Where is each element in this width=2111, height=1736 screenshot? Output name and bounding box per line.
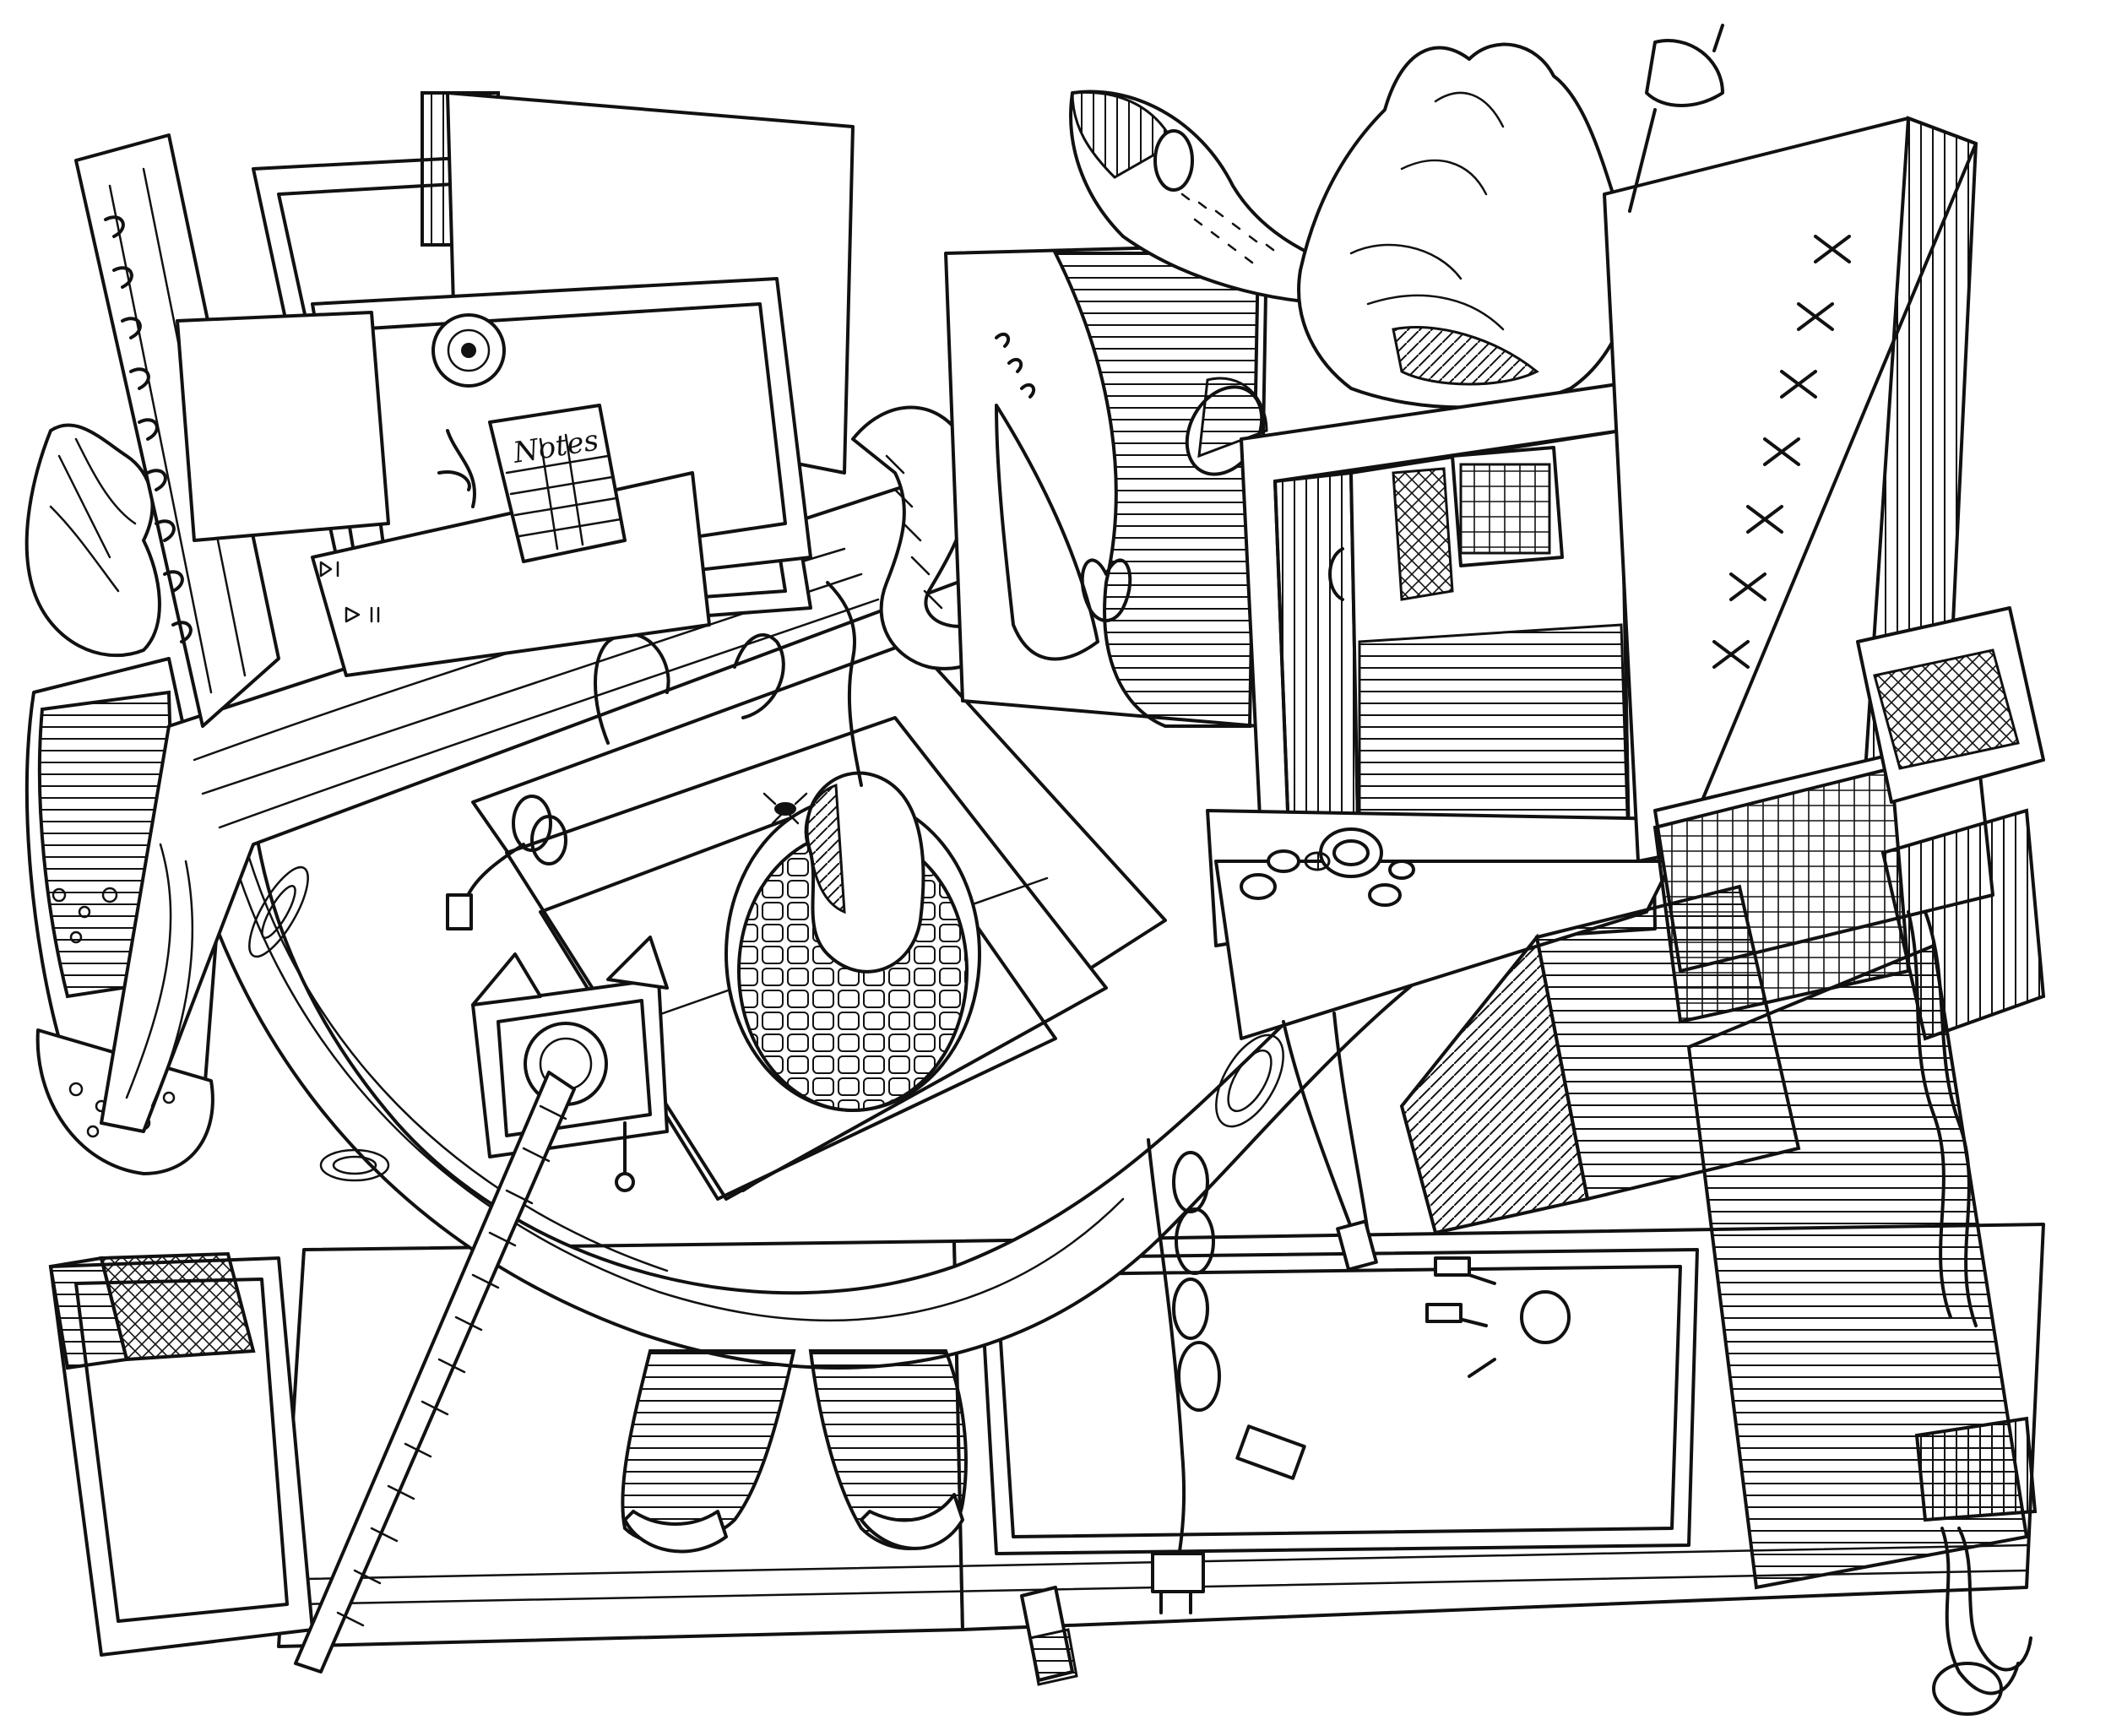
plug-cables (1148, 1013, 1569, 1613)
x-stitches (1714, 236, 1849, 667)
beard-stubble (1182, 194, 1273, 263)
face-in-frame (433, 315, 504, 507)
small-device (473, 937, 667, 1191)
patterned-hat (726, 583, 980, 1110)
device-shelf (1207, 811, 1680, 1039)
notes-notepad: Notes (490, 405, 625, 561)
left-cables (448, 634, 784, 929)
left-figure (27, 425, 220, 1174)
fly-icon (764, 794, 806, 823)
center-figure-torso (946, 245, 1267, 726)
right-cables (1908, 912, 2031, 1714)
lower-right-boxes (1402, 608, 2043, 1587)
striped-pole (296, 1072, 574, 1672)
left-box-stack (51, 1254, 312, 1655)
desk-lamp (1630, 25, 1723, 211)
plug-bottom (1022, 1587, 1077, 1684)
striped-legs (622, 1351, 966, 1551)
cabinet (1241, 380, 1655, 954)
cabinet-window (1452, 448, 1562, 566)
media-controls (321, 562, 378, 621)
ring-binding (106, 217, 191, 642)
frame-stack: Notes (76, 93, 853, 726)
